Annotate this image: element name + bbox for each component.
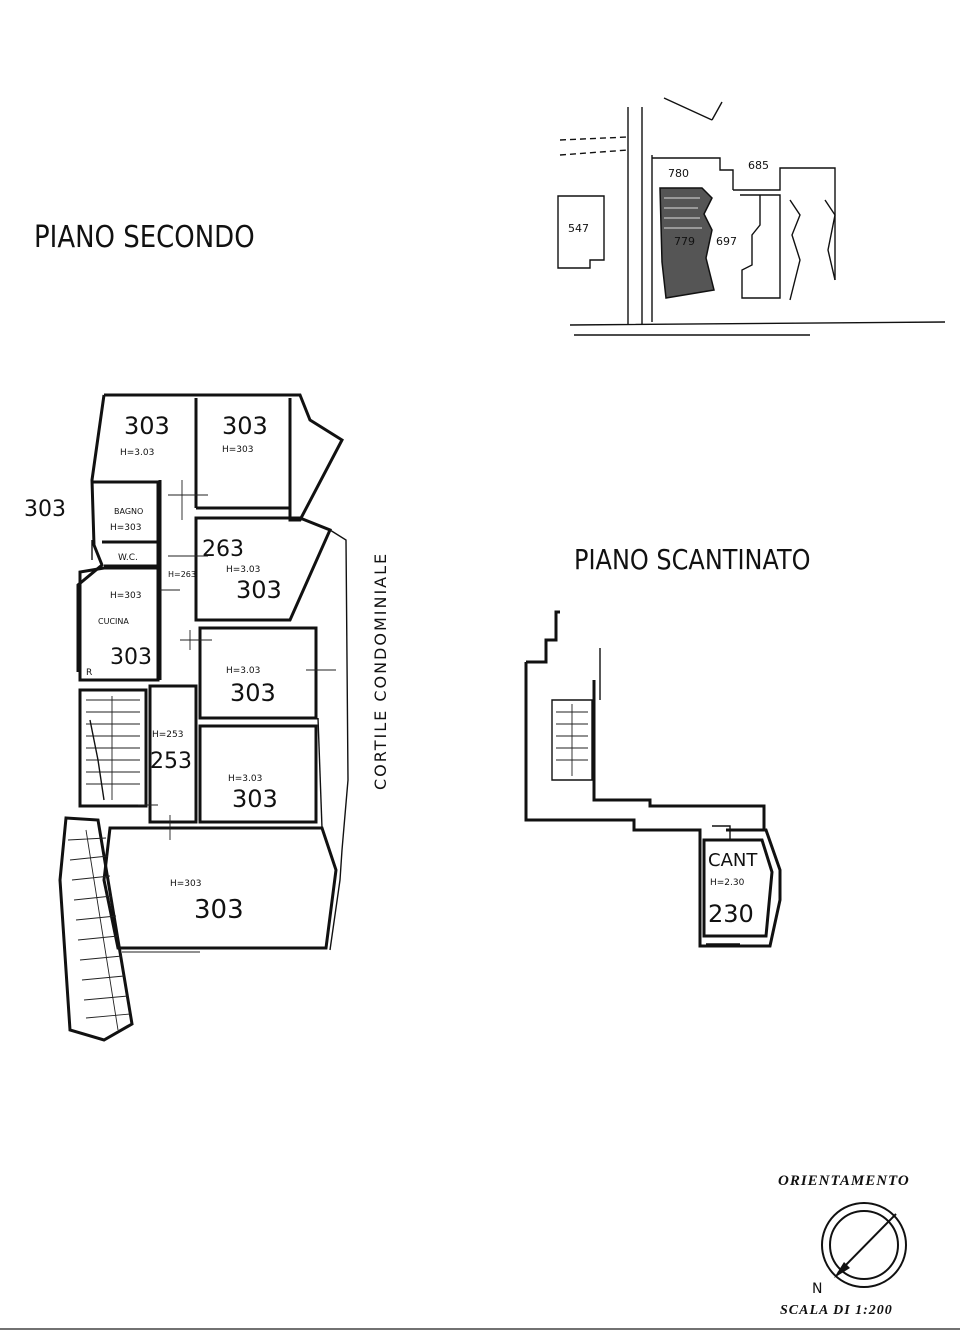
- room-e-value: 303: [232, 785, 278, 813]
- courtyard-label: CORTILE CONDOMINIALE: [371, 552, 390, 790]
- basement-title: PIANO SCANTINATO: [574, 545, 811, 577]
- corridor-small-height: H=263: [168, 570, 196, 579]
- room-c-height: H=3.03: [226, 565, 260, 575]
- parcel-label-547: 547: [568, 222, 589, 235]
- bagno-height: H=303: [110, 523, 142, 533]
- parcel-label-779: 779: [674, 235, 695, 248]
- room-f-value: 303: [194, 895, 244, 925]
- cucina-value: 303: [110, 645, 152, 670]
- wc-name: W.C.: [118, 553, 138, 563]
- scale-label: SCALA DI 1:200: [780, 1303, 893, 1318]
- room-a-value: 303: [124, 412, 170, 440]
- r-label: R: [86, 668, 92, 678]
- compass-icon: [821, 1202, 907, 1288]
- room-e-height: H=3.03: [228, 774, 262, 784]
- room-b-height: H=303: [222, 445, 254, 455]
- orientation-label: ORIENTAMENTO: [778, 1173, 910, 1189]
- room-d-height: H=3.03: [226, 666, 260, 676]
- corridor-value: 253: [150, 749, 192, 774]
- cucina-height: H=303: [110, 591, 142, 601]
- bagno-name: BAGNO: [114, 507, 143, 516]
- room-c-value: 303: [236, 576, 282, 604]
- parcel-label-685: 685: [748, 159, 769, 172]
- cellar-value: 230: [708, 900, 754, 928]
- second-floor-plan: [58, 393, 349, 1042]
- basement-plan: [524, 610, 782, 948]
- room-a-height: H=3.03: [120, 448, 154, 458]
- room-c-top-value: 263: [202, 537, 244, 562]
- parcel-label-697: 697: [716, 235, 737, 248]
- north-label: N: [812, 1281, 822, 1297]
- room-b-value: 303: [222, 412, 268, 440]
- parcel-label-780: 780: [668, 167, 689, 180]
- cellar-name: CANT: [708, 850, 758, 871]
- outside-height-label: 303: [24, 497, 66, 522]
- room-f-height: H=303: [170, 879, 202, 889]
- cucina-name: CUCINA: [98, 617, 129, 626]
- site-plan: 547 780 779 697 685: [557, 97, 946, 336]
- cellar-height: H=2.30: [710, 878, 745, 888]
- corridor-height: H=253: [152, 730, 184, 740]
- room-d-value: 303: [230, 679, 276, 707]
- second-floor-title: PIANO SECONDO: [34, 220, 255, 255]
